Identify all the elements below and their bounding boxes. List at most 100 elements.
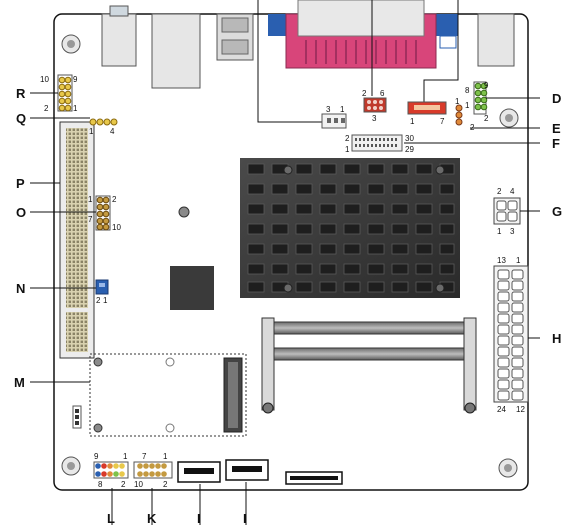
pin-b-7: 7 xyxy=(440,117,445,126)
pin-q-4: 4 xyxy=(110,127,115,136)
power-pin xyxy=(511,291,524,302)
callout-leaders xyxy=(30,92,540,525)
pin-r-9: 9 xyxy=(73,75,78,84)
pin-n-2: 2 xyxy=(96,296,101,305)
mounting-holes xyxy=(61,34,519,478)
pin-k-10: 10 xyxy=(134,480,143,489)
pin-a-2: 2 xyxy=(362,89,367,98)
power-pin xyxy=(511,346,524,357)
callout-d: D xyxy=(552,91,561,106)
callout-n: N xyxy=(16,281,25,296)
pin-e-1: 1 xyxy=(455,97,460,106)
power-pin xyxy=(511,335,524,346)
header-b xyxy=(407,101,447,115)
pin-d-2: 2 xyxy=(484,114,489,123)
pin-d-1: 1 xyxy=(465,101,470,110)
pin-h-24: 24 xyxy=(497,405,506,414)
pin-h-1: 1 xyxy=(516,256,521,265)
power-pin xyxy=(497,269,510,280)
sata-connectors xyxy=(177,459,269,483)
mini-pcie-area xyxy=(89,353,247,437)
callout-r: R xyxy=(16,86,26,101)
pin-g-3: 3 xyxy=(510,227,515,236)
audio-jack xyxy=(101,5,137,67)
small-header-left xyxy=(72,405,82,429)
power-pin xyxy=(511,324,524,335)
power-pin xyxy=(511,357,524,368)
jumper-n xyxy=(95,279,109,295)
pin-fan-1: 1 xyxy=(340,105,345,114)
power-pin xyxy=(511,390,524,401)
pin-a-6: 6 xyxy=(380,89,385,98)
rear-connector-right xyxy=(477,13,515,67)
callout-h: H xyxy=(552,331,561,346)
header-q xyxy=(89,118,118,126)
vga-connector xyxy=(268,0,458,69)
bottom-connector xyxy=(285,471,343,485)
header-a xyxy=(363,97,387,113)
pin-o-7: 7 xyxy=(88,215,93,224)
power-pin xyxy=(497,346,510,357)
power-pin xyxy=(497,280,510,291)
pin-o-2: 2 xyxy=(112,195,117,204)
pin-k-1: 1 xyxy=(163,452,168,461)
pin-f-29: 29 xyxy=(405,145,414,154)
callout-k: K xyxy=(147,511,157,525)
cpu-fan-header xyxy=(321,113,347,129)
pci-slot xyxy=(59,121,95,359)
power-pin xyxy=(497,291,510,302)
connector-f xyxy=(351,134,403,152)
power-pin xyxy=(497,324,510,335)
pin-l-8: 8 xyxy=(98,480,103,489)
callout-q: Q xyxy=(16,111,26,126)
power-pin xyxy=(497,368,510,379)
power-pin xyxy=(497,357,510,368)
pin-f-1: 1 xyxy=(345,145,350,154)
pin-l-1: 1 xyxy=(123,452,128,461)
pin-b-1: 1 xyxy=(410,117,415,126)
pin-o-1: 1 xyxy=(88,195,93,204)
power-pin xyxy=(497,379,510,390)
pin-g-2: 2 xyxy=(497,187,502,196)
pin-n-1: 1 xyxy=(103,296,108,305)
pin-k-2: 2 xyxy=(163,480,168,489)
pin-r-10: 10 xyxy=(40,75,49,84)
pin-f-2: 2 xyxy=(345,134,350,143)
header-r xyxy=(57,74,73,112)
pin-f-30: 30 xyxy=(405,134,414,143)
power-pin xyxy=(511,269,524,280)
board-screw xyxy=(178,206,190,218)
top-leaders xyxy=(257,0,459,123)
power-pin xyxy=(511,302,524,313)
lan-usb-stack xyxy=(151,13,201,89)
pin-q-1: 1 xyxy=(89,127,94,136)
callout-l: L xyxy=(107,511,115,525)
pin-a-3: 3 xyxy=(372,114,377,123)
callout-m: M xyxy=(14,375,25,390)
callout-i-2: I xyxy=(243,511,247,525)
header-o xyxy=(95,195,111,231)
power-connector-g xyxy=(493,197,521,225)
power-connector-h-pins xyxy=(497,269,524,401)
power-pin xyxy=(511,379,524,390)
callout-o: O xyxy=(16,205,26,220)
header-l xyxy=(93,461,129,479)
memory-slots xyxy=(261,317,477,414)
pin-g-4: 4 xyxy=(510,187,515,196)
power-pin xyxy=(511,280,524,291)
header-e xyxy=(455,104,463,126)
callout-g: G xyxy=(552,204,562,219)
power-pin xyxy=(511,368,524,379)
header-d xyxy=(473,81,488,115)
pin-o-10: 10 xyxy=(112,223,121,232)
usb-ports xyxy=(216,13,254,61)
header-k xyxy=(133,461,173,479)
pin-l-9: 9 xyxy=(94,452,99,461)
pin-r-1: 1 xyxy=(73,104,78,113)
pin-k-7: 7 xyxy=(142,452,147,461)
heatsink xyxy=(240,158,460,298)
callout-p: P xyxy=(16,176,25,191)
pin-h-12: 12 xyxy=(516,405,525,414)
callout-e: E xyxy=(552,121,561,136)
power-pin xyxy=(497,390,510,401)
